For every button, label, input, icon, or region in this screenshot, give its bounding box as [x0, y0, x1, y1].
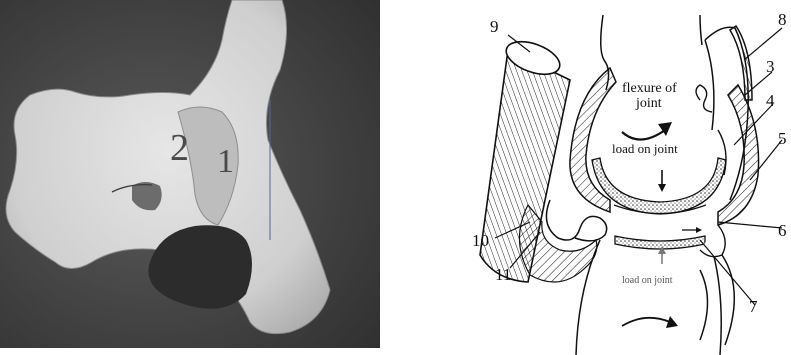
- callout-8: 8: [778, 10, 787, 29]
- joint-diagram: 9 8 3 4 5 6 7 10 11 flexure of joint loa…: [400, 0, 791, 355]
- callout-10: 10: [472, 231, 489, 250]
- joint-diagram-panel: 9 8 3 4 5 6 7 10 11 flexure of joint loa…: [400, 0, 791, 355]
- flexure-arrow: [622, 130, 665, 140]
- callout-9: 9: [490, 17, 499, 36]
- load-label-bottom: load on joint: [622, 275, 673, 286]
- callout-3: 3: [766, 57, 775, 76]
- upper-bone-right-outline: [700, 15, 702, 45]
- flexure-label-line2: joint: [635, 96, 662, 111]
- callout-7: 7: [749, 297, 758, 316]
- synovial-fold-3: [696, 85, 712, 112]
- hip-bone-photo-panel: 2 1: [0, 0, 380, 348]
- articular-cartilage-lower: [615, 236, 705, 249]
- flexure-label-line1: flexure of: [622, 81, 677, 96]
- region-label-1: 1: [217, 143, 234, 180]
- load-label-top: load on joint: [612, 141, 678, 156]
- callout-11: 11: [495, 265, 511, 284]
- callout-6: 6: [778, 221, 787, 240]
- bottom-rotation-arrow: [622, 318, 670, 326]
- load-arrowhead-top: [658, 184, 666, 192]
- lower-bone-outline: [576, 240, 721, 355]
- callout-4: 4: [766, 91, 775, 110]
- callout-5: 5: [778, 129, 787, 148]
- right-capsule: [718, 85, 759, 225]
- region-label-2: 2: [170, 127, 189, 169]
- hip-bone-photo: 2 1: [0, 0, 380, 348]
